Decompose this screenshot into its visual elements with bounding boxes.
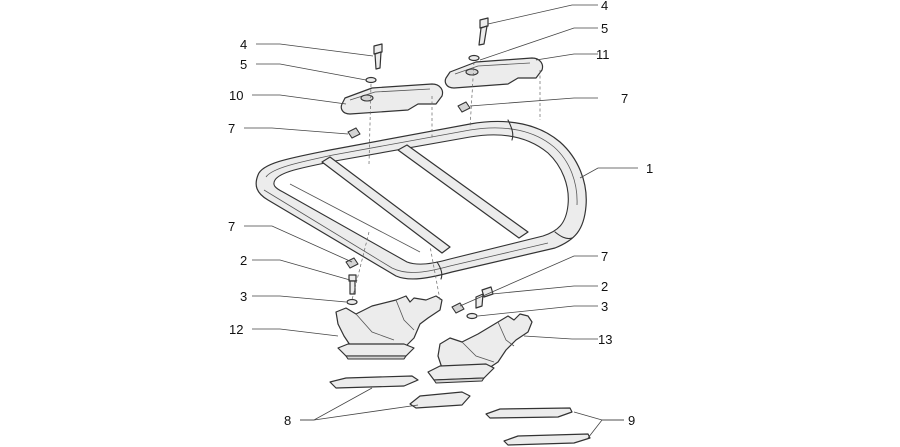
bracket-12-foot [337, 343, 415, 357]
bracket-13-rib-1 [461, 341, 495, 363]
callout-8: 8 [284, 413, 291, 428]
clip-7-lower-left [345, 257, 359, 269]
pad-9-upper [485, 407, 573, 419]
callout-5-right: 5 [601, 21, 608, 36]
callout-7-upper-left: 7 [228, 121, 235, 136]
callout-9: 9 [628, 413, 635, 428]
pad-9-lower [503, 433, 591, 446]
gasket-8-right [409, 391, 471, 409]
screw-4-left-head [373, 43, 383, 55]
washer-5-left [365, 76, 377, 84]
rack-slat-right [397, 144, 529, 239]
rack-seam-1 [554, 231, 573, 240]
rack-seam-3 [436, 261, 443, 280]
clip-7-lower-right [451, 302, 465, 314]
bracket-12-foot-edge [345, 355, 407, 360]
clamp-10-body [340, 83, 444, 115]
callout-13: 13 [598, 332, 612, 347]
clamp-10-top [349, 88, 431, 101]
rack-floor-line [289, 183, 421, 253]
washer-3-left [346, 298, 358, 306]
callout-7-lower-right: 7 [601, 249, 608, 264]
callout-3-right: 3 [601, 299, 608, 314]
callout-4-left: 4 [240, 37, 247, 52]
bracket-12-rib-1 [355, 313, 395, 341]
callout-4-right: 4 [601, 0, 608, 13]
clip-7-upper-right [457, 101, 471, 113]
screw-2-left-shank [349, 280, 356, 295]
screw-2-left-head [348, 274, 357, 282]
clip-7-upper-left [347, 127, 361, 139]
callout-5-left: 5 [240, 57, 247, 72]
screw-2-right-shank [475, 293, 484, 309]
callout-12: 12 [229, 322, 243, 337]
screw-4-left-shank [374, 51, 382, 70]
callout-7-lower-left: 7 [228, 219, 235, 234]
rack-tube-highlight [265, 127, 578, 206]
callouts: 1 4 5 10 7 4 5 11 7 7 2 3 12 7 2 3 13 8 … [228, 0, 653, 428]
bracket-13-rib-2 [497, 321, 515, 347]
clamp-10-hole [360, 94, 374, 102]
clamp-11-hole [465, 68, 479, 76]
upper-left-clamp [340, 83, 444, 115]
rack-seam-2 [507, 119, 514, 141]
lower-left-screw [346, 274, 358, 306]
rack-tube-highlight-lower [263, 189, 549, 273]
callout-1: 1 [646, 161, 653, 176]
right-bracket [427, 313, 533, 384]
rack-slat-left [321, 156, 451, 254]
top-right-screw [468, 17, 489, 62]
top-left-screw [365, 43, 383, 84]
leader-lines [244, 4, 638, 439]
bracket-13-foot-edge [433, 377, 485, 384]
washer-3-right [466, 312, 478, 320]
assembly-lines [351, 61, 541, 301]
callout-3-left: 3 [240, 289, 247, 304]
left-bracket [335, 295, 443, 360]
lower-right-screw [466, 286, 494, 320]
screw-4-right-shank [478, 25, 488, 46]
gasket-8-left [329, 375, 419, 389]
upper-right-clamp [444, 57, 544, 89]
bracket-12-rib-2 [395, 299, 415, 331]
clamp-11-body [444, 57, 544, 89]
callout-2-left: 2 [240, 253, 247, 268]
rack-frame [255, 119, 587, 280]
clamp-11-top [454, 62, 531, 75]
callout-2-right: 2 [601, 279, 608, 294]
callout-11: 11 [596, 47, 610, 62]
callout-7-upper-right: 7 [621, 91, 628, 106]
washer-5-right [468, 54, 480, 62]
screw-4-right-head [479, 17, 489, 29]
callout-10: 10 [229, 88, 243, 103]
